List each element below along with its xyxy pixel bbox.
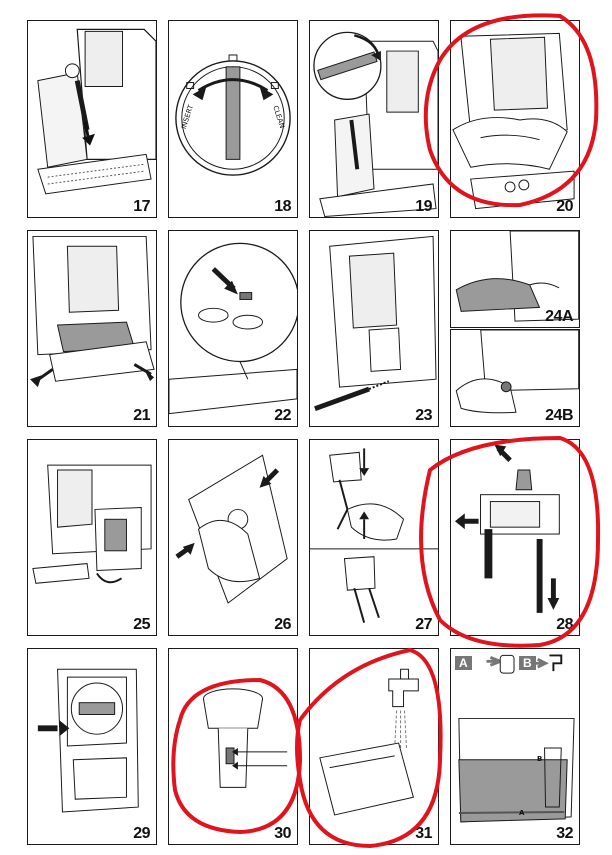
- illustration-spout-disassembly: [454, 444, 560, 613]
- panel-32: A B B A 32: [450, 648, 580, 845]
- illustration-rinsing-under-tap: [319, 668, 419, 816]
- illustration-opening-service-door: [32, 464, 152, 584]
- illustration-infuser-parts: [310, 448, 438, 623]
- panel-19: 19: [309, 20, 439, 218]
- figure-number: 17: [133, 198, 150, 215]
- illustration-machine-with-dial-inset: [313, 31, 438, 217]
- figure-number: 21: [133, 407, 150, 424]
- legend-key-a: A: [455, 656, 472, 670]
- illustration-removing-drip-tray: [29, 235, 155, 388]
- illustration-drip-tray-indicator: [169, 242, 297, 415]
- figure-number: 25: [133, 616, 150, 633]
- illustration-selector-dial: [175, 54, 291, 176]
- panel-25: 25: [27, 439, 157, 636]
- illustration-coffee-outlet-cleaning: [314, 235, 437, 412]
- figure-number: 26: [274, 616, 291, 633]
- figure-number: 24B: [545, 407, 573, 424]
- fill-mark-a: A: [519, 809, 525, 817]
- figure-number: 23: [415, 407, 432, 424]
- panel-20: 20: [450, 20, 580, 218]
- panel-26: 26: [168, 439, 298, 636]
- panel-17: 17: [27, 20, 157, 218]
- panel-29: 29: [27, 648, 157, 845]
- panel-30: 30: [168, 648, 298, 845]
- figure-number: 19: [415, 198, 432, 215]
- panel-23: 23: [309, 230, 439, 427]
- figure-number: 29: [133, 825, 150, 842]
- figure-number: 30: [274, 825, 291, 842]
- figure-number: 32: [556, 825, 573, 842]
- illustration-wiping-spout: [455, 231, 579, 322]
- illustration-water-filter: [202, 688, 288, 788]
- illustration-cleaning-with-cloth: [452, 32, 575, 210]
- figure-number: 18: [274, 198, 291, 215]
- illustration-dial-setting: [37, 668, 139, 813]
- panel-28: 28: [450, 439, 580, 636]
- figure-number: 24A: [545, 308, 573, 325]
- panel-24b: 24B: [450, 329, 580, 427]
- figure-number: 27: [415, 616, 432, 633]
- figure-number: 22: [274, 407, 291, 424]
- panel-18: INSERT CLEAN 18: [168, 20, 298, 218]
- fill-mark-b: B: [537, 755, 543, 763]
- illustration-removing-nozzle: [455, 330, 579, 414]
- illustration-removing-infuser: [175, 454, 288, 604]
- figure-number: 28: [556, 616, 573, 633]
- figure-number: 20: [556, 198, 573, 215]
- legend-key-b: B: [519, 656, 536, 670]
- illustration-machine-steam-wand: [37, 28, 156, 195]
- illustration-filling-tank: [458, 654, 575, 823]
- panel-31: 31: [309, 648, 439, 845]
- panel-24a: 24A: [450, 230, 580, 328]
- panel-21: 21: [27, 230, 157, 427]
- panel-22: 22: [168, 230, 298, 427]
- figure-number: 31: [415, 825, 432, 842]
- panel-27: 27: [309, 439, 439, 636]
